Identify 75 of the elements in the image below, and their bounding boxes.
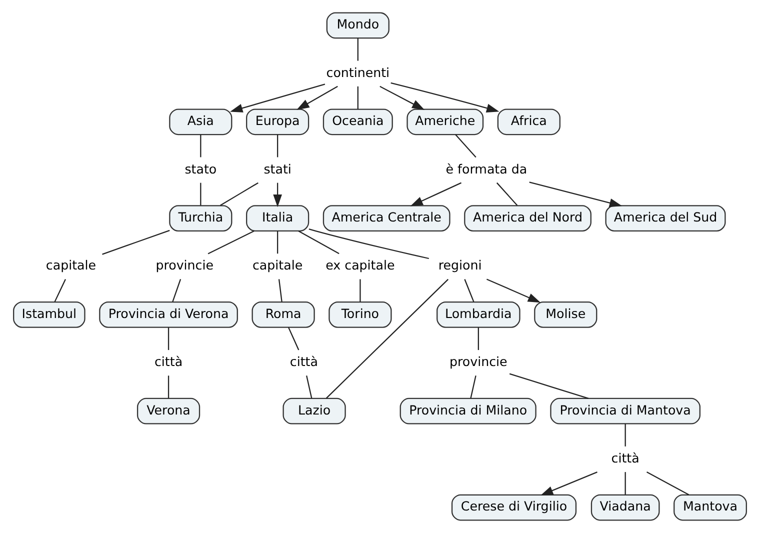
node-box: Italia bbox=[246, 205, 310, 232]
node-text: provincie bbox=[450, 354, 508, 370]
node-box: Istambul bbox=[13, 302, 86, 328]
node-box: Provincia di Milano bbox=[400, 398, 536, 424]
node-box: Provincia di Mantova bbox=[550, 398, 700, 424]
node-box: Africa bbox=[497, 108, 560, 136]
connector bbox=[298, 230, 340, 254]
node-box: Oceania bbox=[322, 108, 393, 136]
node-text: città bbox=[290, 354, 318, 370]
connector bbox=[509, 373, 589, 399]
connector bbox=[624, 424, 626, 446]
connector bbox=[288, 327, 300, 350]
connector bbox=[357, 38, 358, 61]
arrow bbox=[529, 182, 622, 208]
node-box: Lombardia bbox=[436, 302, 520, 328]
node-box: America Centrale bbox=[322, 205, 450, 232]
node-box: Roma bbox=[252, 302, 315, 328]
node-box: Verona bbox=[136, 398, 200, 424]
node-box: Turchia bbox=[169, 205, 232, 232]
connector bbox=[455, 134, 476, 158]
node-box: Molise bbox=[534, 302, 598, 328]
connector bbox=[168, 327, 170, 350]
node-text: provincie bbox=[156, 258, 214, 273]
connector bbox=[357, 86, 358, 109]
arrow bbox=[296, 86, 338, 110]
connector bbox=[470, 376, 476, 398]
arrow bbox=[273, 182, 282, 208]
node-text: città bbox=[154, 354, 183, 370]
connector bbox=[306, 376, 312, 398]
connector bbox=[54, 278, 66, 302]
node-text: è formata da bbox=[446, 161, 528, 176]
arrow bbox=[230, 84, 326, 112]
connector bbox=[220, 182, 258, 206]
node-text: stato bbox=[184, 161, 217, 176]
arrow bbox=[380, 86, 425, 110]
connector bbox=[168, 376, 170, 398]
node-box: Europa bbox=[246, 108, 310, 136]
node-text: continenti bbox=[326, 64, 390, 80]
connector bbox=[208, 230, 254, 254]
connector bbox=[277, 231, 278, 254]
connector bbox=[326, 278, 449, 399]
node-box: Provincia di Verona bbox=[99, 302, 238, 328]
node-text: stati bbox=[264, 161, 292, 176]
node-box: Asia bbox=[169, 108, 232, 136]
arrow bbox=[410, 182, 462, 206]
connector bbox=[200, 182, 202, 206]
arrow bbox=[540, 472, 598, 496]
node-text: capitale bbox=[46, 258, 96, 273]
arrow bbox=[390, 82, 500, 112]
node-text: capitale bbox=[252, 258, 303, 273]
connector bbox=[102, 230, 170, 255]
node-box: Americhe bbox=[406, 108, 484, 136]
node-text: ex capitale bbox=[326, 258, 395, 273]
connector bbox=[277, 134, 278, 158]
connector bbox=[624, 472, 626, 495]
node-box: Mantova bbox=[674, 494, 747, 521]
connector bbox=[478, 327, 479, 350]
connector bbox=[200, 134, 202, 158]
connector bbox=[464, 279, 474, 302]
connector bbox=[496, 182, 518, 206]
connector bbox=[308, 228, 429, 260]
node-box: Viadana bbox=[590, 494, 660, 521]
connector bbox=[646, 472, 690, 496]
node-box: Torino bbox=[328, 302, 392, 328]
node-box: America del Nord bbox=[464, 205, 592, 232]
node-text: città bbox=[611, 450, 640, 466]
node-text: regioni bbox=[438, 258, 482, 273]
node-box: America del Sud bbox=[605, 205, 726, 232]
node-box: Cerese di Virgilio bbox=[451, 494, 577, 521]
connector bbox=[278, 279, 282, 302]
connector bbox=[172, 279, 182, 302]
arrow bbox=[486, 278, 541, 303]
connector bbox=[360, 279, 361, 302]
node-box: Lazio bbox=[282, 398, 346, 424]
node-box: Mondo bbox=[326, 12, 390, 39]
